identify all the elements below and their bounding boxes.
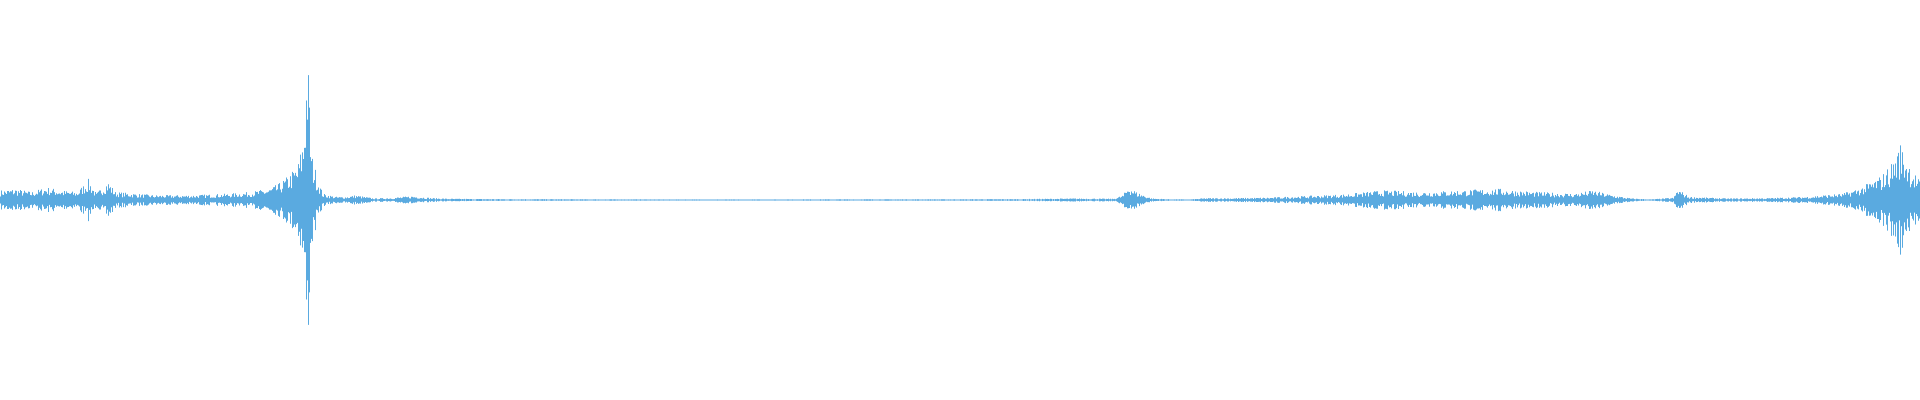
waveform-series	[0, 75, 1920, 325]
